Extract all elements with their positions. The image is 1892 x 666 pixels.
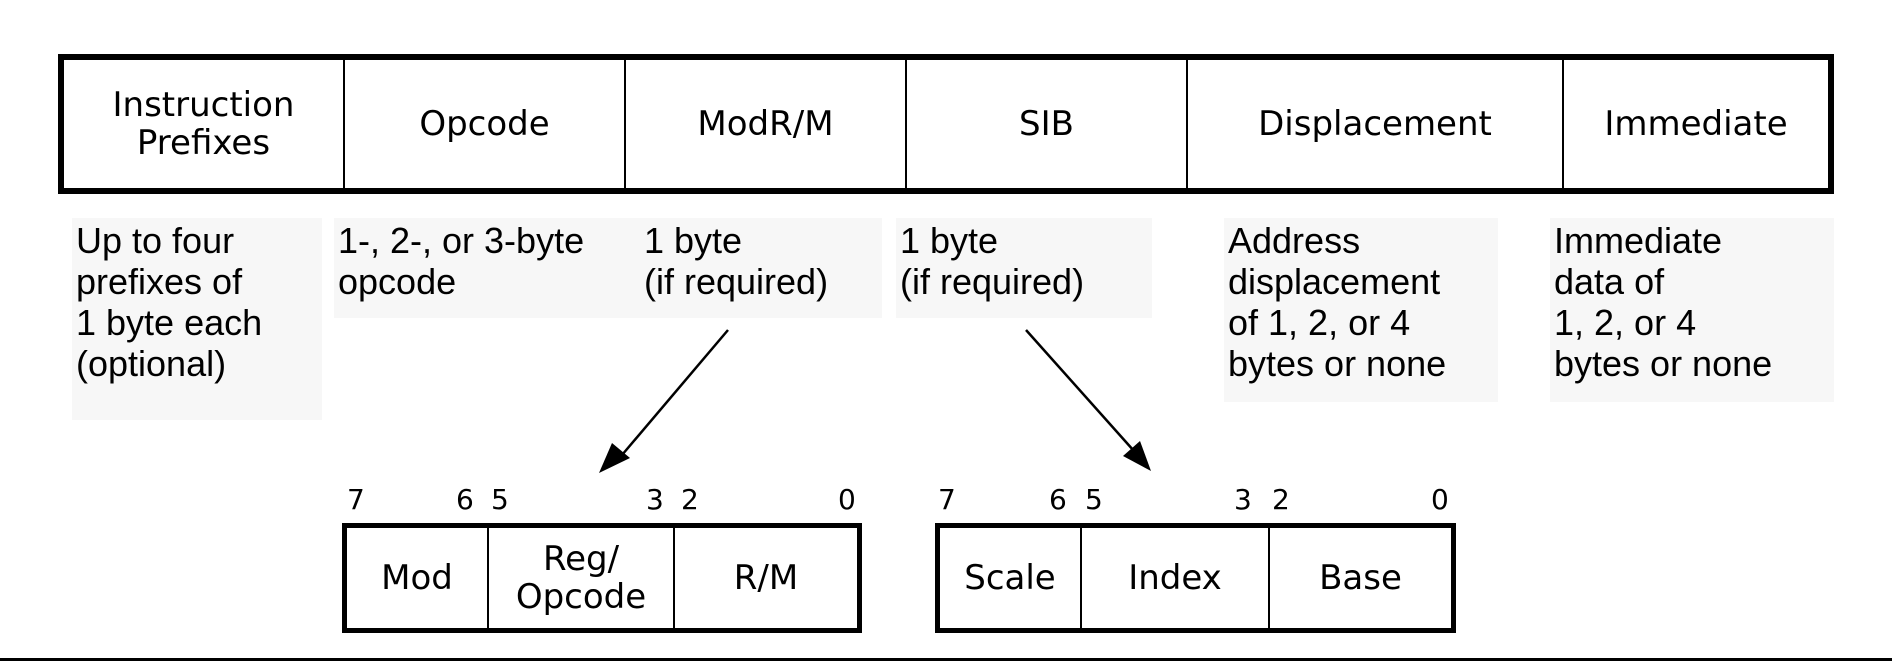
modrm-bit-5: 5 [491, 483, 509, 516]
desc-displacement: Address displacement of 1, 2, or 4 bytes… [1224, 218, 1498, 402]
desc-modrm: 1 byte (if required) [640, 218, 882, 318]
desc-opcode: 1-, 2-, or 3-byte opcode [334, 218, 644, 318]
instruction-format-box: Instruction Prefixes Opcode ModR/M SIB D… [58, 54, 1834, 194]
sib-bit-6: 6 [1049, 483, 1067, 516]
modrm-bit-2: 2 [681, 483, 699, 516]
sib-bit-2: 2 [1272, 483, 1290, 516]
modrm-rm-field: R/M [733, 558, 799, 598]
desc-immediate: Immediate data of 1, 2, or 4 bytes or no… [1550, 218, 1834, 402]
field-displacement: Displacement [1188, 60, 1564, 188]
field-modrm: ModR/M [626, 60, 907, 188]
sib-index-field: Index [1082, 528, 1270, 628]
arrow-modrm [599, 329, 729, 473]
modrm-byte-box: Mod Reg/ Opcode R/M [342, 523, 862, 633]
field-opcode: Opcode [345, 60, 626, 188]
sib-bit-5: 5 [1085, 483, 1103, 516]
modrm-mod-field: Mod [347, 528, 489, 628]
modrm-bit-3: 3 [646, 483, 664, 516]
sib-bit-7: 7 [938, 483, 956, 516]
modrm-bit-6: 6 [456, 483, 474, 516]
sib-base-field: Base [1319, 558, 1402, 598]
field-prefixes: Instruction Prefixes [64, 60, 345, 188]
arrow-sib [1025, 329, 1151, 471]
desc-sib: 1 byte (if required) [896, 218, 1152, 318]
field-immediate: Immediate [1604, 104, 1788, 144]
modrm-bit-0: 0 [838, 483, 856, 516]
sib-byte-box: Scale Index Base [935, 523, 1456, 633]
desc-prefixes: Up to four prefixes of 1 byte each (opti… [72, 218, 322, 420]
modrm-reg-opcode-field: Reg/ Opcode [489, 528, 675, 628]
sib-bit-0: 0 [1431, 483, 1449, 516]
sib-scale-field: Scale [940, 528, 1082, 628]
field-sib: SIB [907, 60, 1188, 188]
modrm-bit-7: 7 [347, 483, 365, 516]
sib-bit-3: 3 [1234, 483, 1252, 516]
bottom-rule [0, 658, 1892, 661]
